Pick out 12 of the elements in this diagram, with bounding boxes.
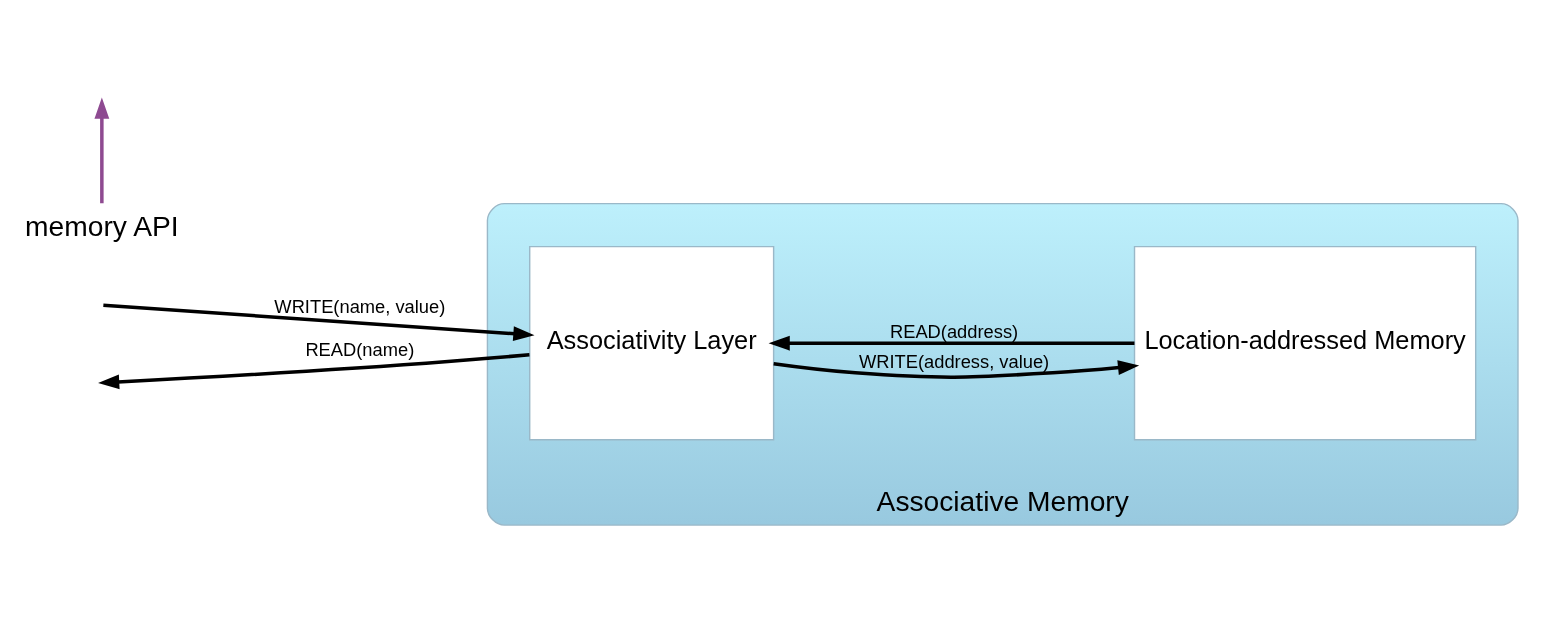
arrow: [98, 352, 530, 389]
arrow: [103, 302, 535, 341]
node-box: Location-addressed Memory: [1133, 245, 1477, 440]
node-box: Associativity Layer: [529, 245, 775, 440]
edge-label: READ(name): [305, 338, 415, 360]
arrow: [94, 97, 110, 203]
arrow: [773, 359, 1140, 379]
node-text: memory API: [25, 209, 179, 242]
edge-label: READ(address): [889, 320, 1019, 342]
edge-label: WRITE(address, value): [858, 350, 1050, 372]
edge-label: WRITE(name, value): [274, 295, 446, 317]
arrow: [768, 335, 1135, 351]
